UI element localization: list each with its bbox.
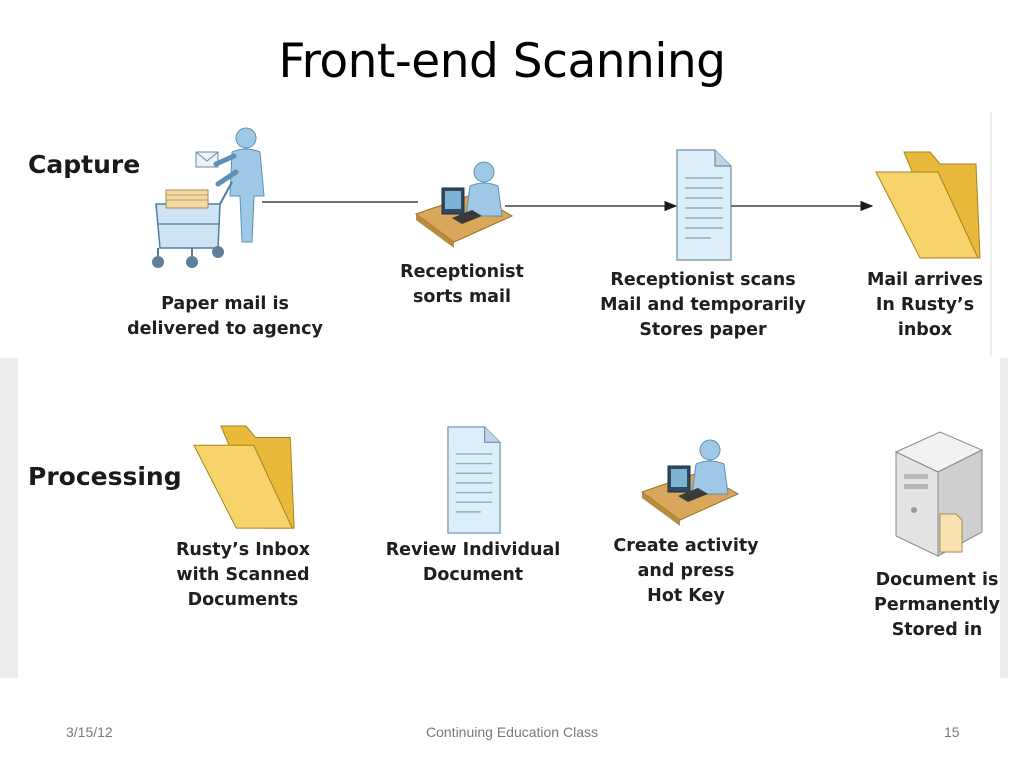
processing-step-4-caption: Document is Permanently Stored in bbox=[864, 568, 1010, 643]
inbox-folder-icon bbox=[193, 425, 295, 529]
caption-line: Hot Key bbox=[647, 586, 725, 606]
processing-step-1-caption: Rusty’s Inbox with Scanned Documents bbox=[148, 538, 338, 613]
page-number: 15 bbox=[944, 724, 960, 740]
slide-title: Front-end Scanning bbox=[278, 34, 726, 89]
footer-title: Continuing Education Class bbox=[426, 724, 598, 740]
caption-line: Receptionist scans bbox=[610, 270, 796, 290]
caption-line: Stored in bbox=[891, 620, 983, 640]
caption-line: Stores paper bbox=[639, 320, 767, 340]
caption-line: Paper mail is bbox=[161, 294, 289, 314]
caption-line: and press bbox=[637, 561, 735, 581]
workstation-icon bbox=[640, 439, 740, 526]
caption-line: sorts mail bbox=[413, 287, 511, 307]
caption-line: Mail arrives bbox=[866, 270, 984, 290]
caption-line: Documents bbox=[187, 590, 299, 610]
capture-label: Capture bbox=[28, 150, 141, 179]
caption-line: with Scanned bbox=[176, 565, 310, 585]
capture-step-1-caption: Paper mail is delivered to agency bbox=[108, 292, 342, 342]
processing-step-3-caption: Create activity and press Hot Key bbox=[596, 534, 776, 609]
caption-line: Permanently bbox=[874, 595, 1000, 615]
caption-line: Receptionist bbox=[400, 262, 524, 282]
caption-line: In Rusty’s bbox=[875, 295, 975, 315]
caption-line: Mail and temporarily bbox=[600, 295, 806, 315]
caption-line: Document is bbox=[875, 570, 999, 590]
mail-cart-person-icon bbox=[152, 127, 265, 268]
panel-border-right bbox=[1000, 358, 1008, 678]
caption-line: inbox bbox=[897, 320, 953, 340]
capture-step-3-caption: Receptionist scans Mail and temporarily … bbox=[588, 268, 818, 343]
caption-line: Create activity bbox=[613, 536, 759, 556]
scanned-document-icon bbox=[676, 149, 732, 261]
caption-line: Review Individual bbox=[385, 540, 561, 560]
server-storage-icon bbox=[894, 431, 984, 557]
receptionist-workstation-icon bbox=[414, 161, 514, 248]
caption-line: Rusty’s Inbox bbox=[175, 540, 311, 560]
inbox-folder-icon bbox=[875, 151, 981, 259]
caption-line: Document bbox=[422, 565, 524, 585]
processing-label: Processing bbox=[28, 462, 182, 491]
panel-border-left bbox=[0, 358, 18, 678]
processing-panel bbox=[0, 358, 1008, 678]
document-icon bbox=[447, 426, 501, 534]
caption-line: delivered to agency bbox=[127, 319, 323, 339]
footer-date: 3/15/12 bbox=[66, 724, 113, 740]
capture-step-4-caption: Mail arrives In Rusty’s inbox bbox=[852, 268, 998, 343]
processing-step-2-caption: Review Individual Document bbox=[374, 538, 572, 588]
capture-step-2-caption: Receptionist sorts mail bbox=[370, 260, 554, 310]
